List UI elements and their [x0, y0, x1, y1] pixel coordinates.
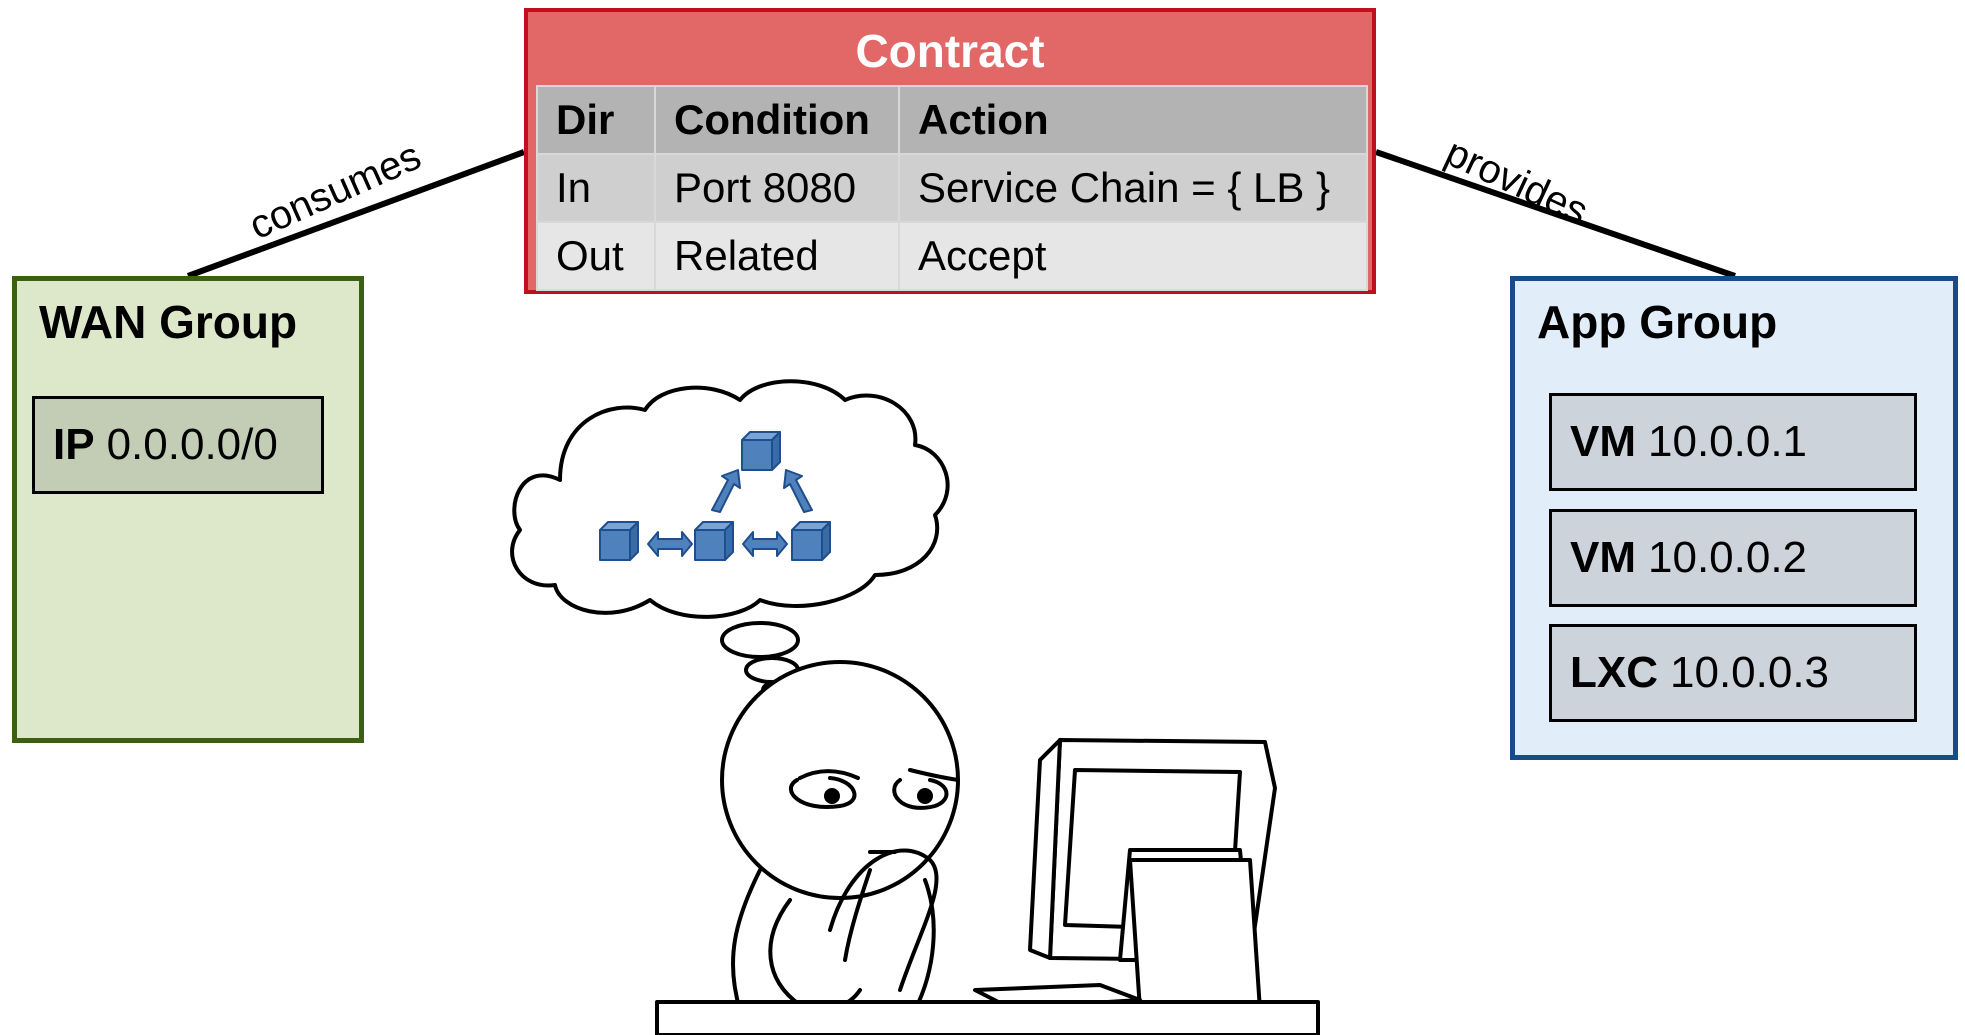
consumes-line	[186, 149, 526, 279]
member-value: 10.0.0.1	[1648, 417, 1808, 466]
app-member-vm-2: VM 10.0.0.2	[1549, 509, 1917, 607]
cell-action: Service Chain = { LB }	[898, 153, 1368, 223]
column-header-dir: Dir	[536, 85, 656, 155]
app-group-title: App Group	[1537, 296, 1778, 348]
cell-dir: In	[536, 153, 656, 223]
table-header-row: Dir Condition Action	[536, 85, 1368, 155]
member-kind: VM	[1570, 417, 1636, 466]
table-row: In Port 8080 Service Chain = { LB }	[536, 153, 1368, 223]
app-group-box: App Group VM 10.0.0.1 VM 10.0.0.2 LXC 10…	[1510, 276, 1958, 760]
service-chain-cubes-icon	[599, 431, 831, 561]
app-member-vm-1: VM 10.0.0.1	[1549, 393, 1917, 491]
contract-rules-table: Dir Condition Action In Port 8080 Servic…	[536, 85, 1368, 291]
contract-box: Contract Dir Condition Action In Port 80…	[524, 8, 1376, 294]
member-kind: VM	[1570, 533, 1636, 582]
wan-group-title: WAN Group	[39, 296, 298, 348]
member-kind: IP	[53, 420, 95, 469]
thought-cloud-icon	[510, 379, 950, 619]
thought-bubble-icon	[720, 621, 800, 659]
table-row: Out Related Accept	[536, 221, 1368, 291]
cell-action: Accept	[898, 221, 1368, 291]
member-value: 0.0.0.0/0	[106, 420, 278, 469]
provides-line	[1375, 149, 1736, 279]
wan-group-box: WAN Group IP 0.0.0.0/0	[12, 276, 364, 743]
member-value: 10.0.0.3	[1670, 648, 1830, 697]
desk-icon	[655, 1000, 1320, 1035]
member-value: 10.0.0.2	[1648, 533, 1808, 582]
member-kind: LXC	[1570, 648, 1658, 697]
cell-dir: Out	[536, 221, 656, 291]
column-header-action: Action	[898, 85, 1368, 155]
column-header-condition: Condition	[654, 85, 900, 155]
cell-condition: Port 8080	[654, 153, 900, 223]
contract-title: Contract	[855, 25, 1045, 77]
app-member-lxc: LXC 10.0.0.3	[1549, 624, 1917, 722]
cell-condition: Related	[654, 221, 900, 291]
wan-member-ip: IP 0.0.0.0/0	[32, 396, 324, 494]
thinking-person-at-computer-icon	[510, 379, 1320, 1035]
